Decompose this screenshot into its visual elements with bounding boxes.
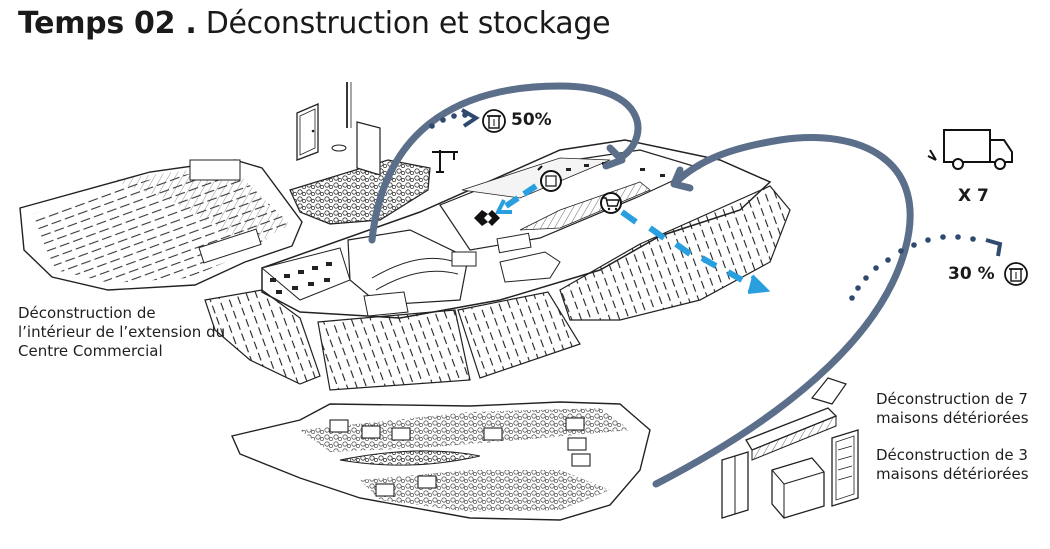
dotted-arrows (429, 108, 1003, 301)
label-houses-7: Déconstruction de 7 maisons détériorées (876, 390, 1029, 428)
tile-icon (810, 377, 847, 405)
label-houses-7-line-2: maisons détériorées (876, 409, 1029, 427)
materials (721, 377, 859, 519)
rotate-icon (537, 165, 562, 192)
arrow-left-loop-head (602, 144, 626, 170)
label-interior: Déconstruction de l’intérieur de l’exten… (18, 304, 225, 361)
arrows (368, 82, 914, 488)
label-interior-line-1: Déconstruction de (18, 304, 156, 322)
wooded-lot (289, 159, 431, 225)
left-field (19, 159, 303, 291)
arrow-left-loop (368, 82, 642, 244)
label-houses-3-line-2: maisons détériorées (876, 465, 1029, 483)
arrow-right-loop (652, 134, 914, 488)
shopping-centre (260, 139, 772, 319)
recycle-top-percent: 50% (511, 110, 552, 130)
housing-site (231, 401, 651, 521)
label-interior-line-2: l’intérieur de l’extension du (18, 323, 226, 341)
brick-icon (771, 457, 825, 519)
parking-south (204, 185, 791, 391)
page-title: Temps 02 . Déconstruction et stockage (18, 6, 611, 41)
title-bold: Temps 02 . (18, 6, 197, 41)
trash-icon-top (482, 109, 506, 133)
window-icon (721, 451, 749, 519)
arrow-right-loop-head (670, 166, 694, 192)
truck-icon (927, 129, 1013, 170)
label-houses-7-line-1: Déconstruction de 7 (876, 390, 1028, 408)
recycle-right-percent: 30 % (948, 264, 995, 284)
truck-multiplier: X 7 (958, 186, 989, 206)
beam-icon (745, 407, 838, 461)
label-interior-line-3: Centre Commercial (18, 342, 163, 360)
title-rest: Déconstruction et stockage (196, 6, 611, 41)
crane-icon (432, 150, 458, 173)
label-houses-3-line-1: Déconstruction de 3 (876, 446, 1028, 464)
blue-arrows (494, 183, 771, 294)
carrefour-logo (474, 210, 500, 226)
trash-icon-right (1004, 262, 1028, 286)
door-icon (296, 82, 381, 176)
door-icon-2 (831, 429, 859, 507)
label-houses-3: Déconstruction de 3 maisons détériorées (876, 446, 1029, 484)
shopping-cart-icon (600, 192, 622, 214)
